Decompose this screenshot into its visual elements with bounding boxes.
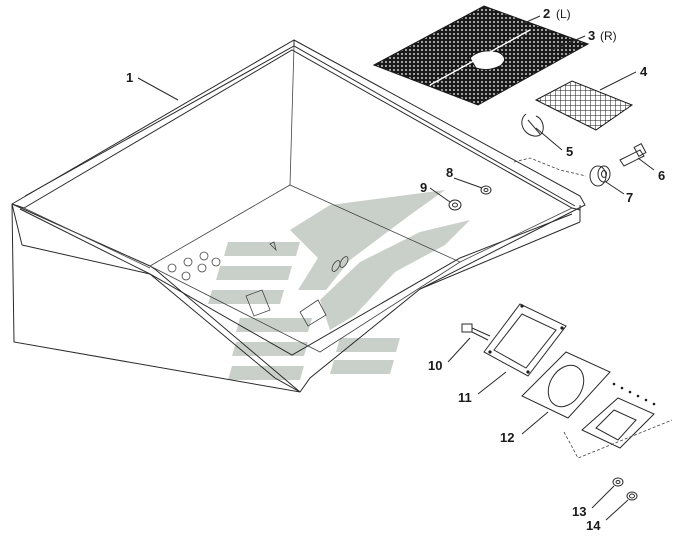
svg-text:3: 3 [588, 28, 595, 43]
svg-text:13: 13 [572, 504, 586, 519]
callout-5: 5 [566, 144, 573, 159]
mount-bolt [461, 323, 491, 341]
callout-10: 10 [428, 358, 442, 373]
hopper-body [11, 39, 586, 393]
lynch-pin [521, 113, 544, 137]
svg-text:(R): (R) [600, 29, 617, 43]
svg-text:12: 12 [500, 430, 514, 445]
svg-text:1: 1 [126, 70, 133, 85]
svg-text:5: 5 [566, 144, 573, 159]
bolt [619, 143, 647, 167]
callout-14: 14 [586, 518, 601, 533]
callout-3: 3 (R) [588, 28, 617, 43]
screen-mesh-small [534, 80, 634, 131]
callout-4: 4 [640, 64, 648, 79]
svg-text:(L): (L) [556, 7, 571, 21]
leader-lines [137, 15, 655, 521]
gasket-plate [521, 351, 673, 459]
flange-frame [483, 303, 567, 377]
svg-text:6: 6 [658, 168, 665, 183]
callout-2: 2 (L) [543, 6, 571, 21]
callout-9: 9 [420, 180, 427, 195]
callout-13: 13 [572, 504, 586, 519]
watermark-logo [208, 190, 470, 380]
svg-text:8: 8 [446, 165, 453, 180]
svg-text:2: 2 [543, 6, 550, 21]
callout-12: 12 [500, 430, 514, 445]
svg-text:7: 7 [626, 190, 633, 205]
callout-8: 8 [446, 165, 453, 180]
callout-7: 7 [626, 190, 633, 205]
bolt-hole-row [612, 382, 656, 406]
bolt-hole-grid [167, 251, 221, 281]
knob [589, 165, 611, 187]
svg-text:14: 14 [586, 518, 601, 533]
svg-text:11: 11 [458, 390, 472, 405]
svg-text:9: 9 [420, 180, 427, 195]
svg-text:4: 4 [640, 64, 648, 79]
callout-6: 6 [658, 168, 665, 183]
svg-text:10: 10 [428, 358, 442, 373]
washer-small [612, 477, 624, 487]
washer [480, 185, 492, 195]
screen-mesh-left-right [372, 5, 590, 106]
nut-small [626, 491, 638, 501]
nut [448, 199, 462, 211]
callout-1: 1 [126, 70, 133, 85]
callout-11: 11 [458, 390, 472, 405]
